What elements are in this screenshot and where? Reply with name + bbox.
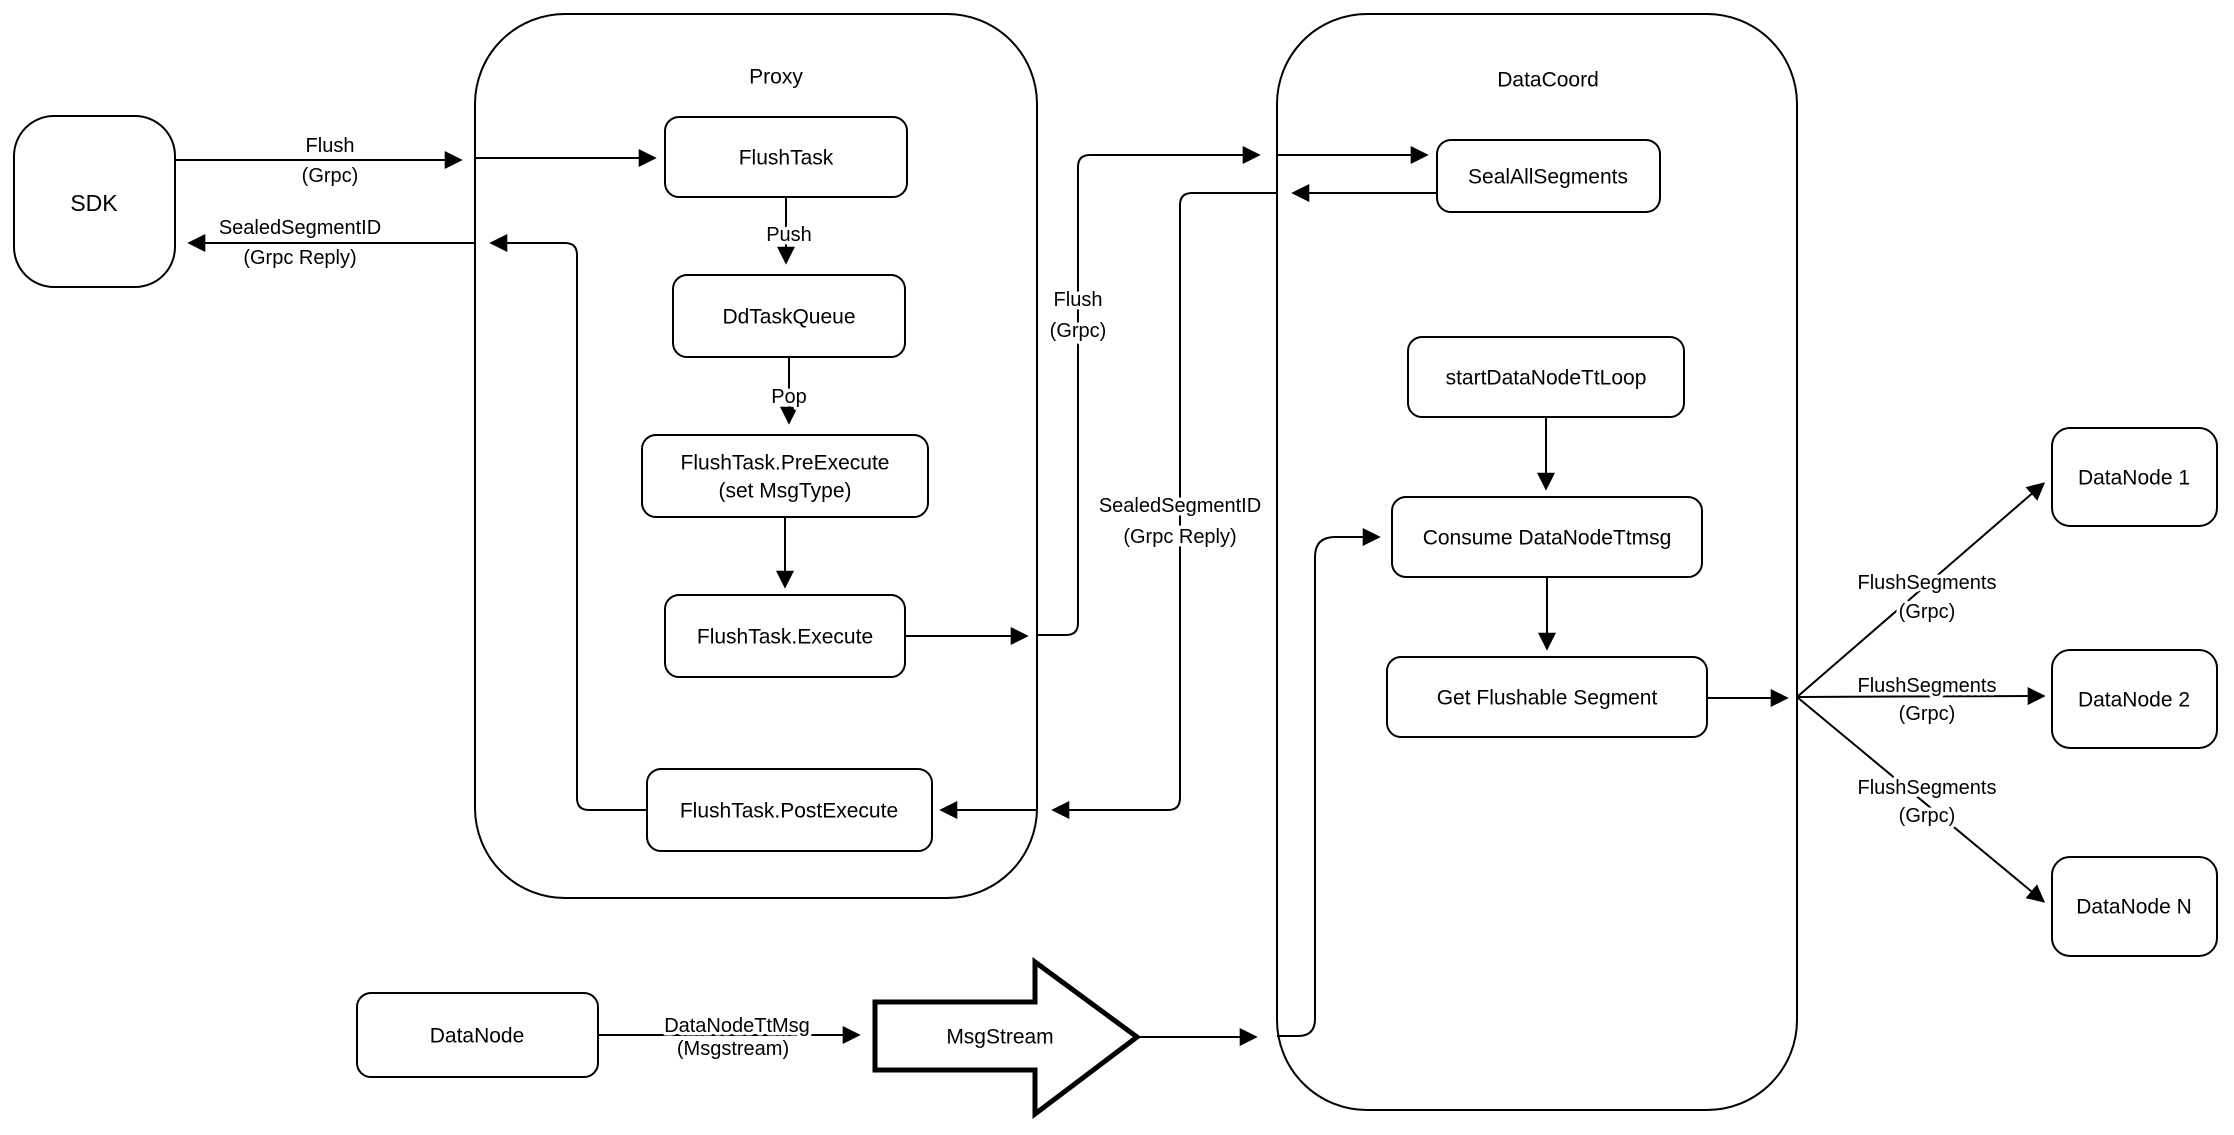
node-sealallsegments: SealAllSegments xyxy=(1436,139,1661,213)
label-flushsegments2-line2: (Grpc) xyxy=(1899,703,1956,725)
startdatanodettloop-label: startDataNodeTtLoop xyxy=(1446,367,1647,390)
node-consumedatanodettmsg: Consume DataNodeTtmsg xyxy=(1391,496,1703,578)
node-datanode1: DataNode 1 xyxy=(2051,427,2218,527)
node-getflushablesegment: Get Flushable Segment xyxy=(1386,656,1708,738)
label-mid-flush-line2: (Grpc) xyxy=(1050,320,1107,342)
msgstream-arrow-shape xyxy=(872,957,1142,1120)
node-flushtask: FlushTask xyxy=(664,116,908,198)
getflushablesegment-label: Get Flushable Segment xyxy=(1437,687,1658,710)
label-flushsegments1-line2: (Grpc) xyxy=(1899,601,1956,623)
preexecute-box xyxy=(641,434,929,518)
label-push: Push xyxy=(766,224,812,246)
node-preexecute: FlushTask.PreExecute (set MsgType) xyxy=(641,434,929,518)
ddtaskqueue-box xyxy=(672,274,906,358)
node-ddtaskqueue: DdTaskQueue xyxy=(672,274,906,358)
node-datanode2: DataNode 2 xyxy=(2051,649,2218,749)
edge-flushsegments-datanode2 xyxy=(1796,687,2046,706)
sealallsegments-label: SealAllSegments xyxy=(1468,166,1628,189)
sdk-box xyxy=(13,115,176,288)
edge-reply-down-to-proxy-border xyxy=(1051,192,1277,819)
label-flushsegments2-line1: FlushSegments xyxy=(1858,675,1997,697)
node-sdk: SDK xyxy=(13,115,176,288)
startdatanodettloop-box xyxy=(1407,336,1685,418)
node-postexecute: FlushTask.PostExecute xyxy=(646,768,933,852)
sealallsegments-box xyxy=(1436,139,1661,213)
label-pop: Pop xyxy=(771,386,807,408)
label-datanodettmsg-line2: (Msgstream) xyxy=(677,1038,789,1060)
label-flushsegments1-line1: FlushSegments xyxy=(1858,572,1997,594)
label-sdk-reply-line1: SealedSegmentID xyxy=(219,217,381,239)
datanode-box xyxy=(356,992,599,1078)
consumedatanodettmsg-label: Consume DataNodeTtmsg xyxy=(1423,527,1672,550)
execute-box xyxy=(664,594,906,678)
preexecute-label-line2: (set MsgType) xyxy=(718,480,851,503)
datanode2-box xyxy=(2051,649,2218,749)
edge-flushsegments-datanode1 xyxy=(1796,482,2046,698)
label-flushsegmentsn-line2: (Grpc) xyxy=(1899,805,1956,827)
label-flushsegmentsn-line1: FlushSegments xyxy=(1858,777,1997,799)
execute-label: FlushTask.Execute xyxy=(697,626,873,649)
datanoden-box xyxy=(2051,856,2218,957)
postexecute-label: FlushTask.PostExecute xyxy=(680,800,898,823)
edge-postexecute-to-proxy-border xyxy=(489,234,647,811)
datanode2-label: DataNode 2 xyxy=(2078,689,2190,712)
node-msgstream: MsgStream xyxy=(872,957,1142,1120)
ddtaskqueue-label: DdTaskQueue xyxy=(722,306,855,329)
flushtask-box xyxy=(664,116,908,198)
label-sdk-reply-line2: (Grpc Reply) xyxy=(243,247,356,269)
datanoden-label: DataNode N xyxy=(2076,896,2192,919)
label-mid-reply-line1: SealedSegmentID xyxy=(1099,495,1261,517)
datanode1-box xyxy=(2051,427,2218,527)
node-execute: FlushTask.Execute xyxy=(664,594,906,678)
edge-flush-up-to-datacoord-border xyxy=(1037,146,1261,636)
label-mid-reply-line2: (Grpc Reply) xyxy=(1123,526,1236,548)
label-mid-flush-line1: Flush xyxy=(1054,289,1103,311)
datanode1-label: DataNode 1 xyxy=(2078,467,2190,490)
proxy-title: Proxy xyxy=(749,66,803,89)
edge-ttmsg-up-to-consume xyxy=(1277,528,1381,1037)
flushtask-label: FlushTask xyxy=(739,147,834,170)
getflushablesegment-box xyxy=(1386,656,1708,738)
label-sdk-flush-line1: Flush xyxy=(306,135,355,157)
postexecute-box xyxy=(646,768,933,852)
datanode-label: DataNode xyxy=(430,1025,525,1048)
node-startdatanodettloop: startDataNodeTtLoop xyxy=(1407,336,1685,418)
sdk-label: SDK xyxy=(70,190,118,216)
msgstream-label: MsgStream xyxy=(946,1026,1053,1049)
datacoord-title: DataCoord xyxy=(1497,69,1599,92)
preexecute-label-line1: FlushTask.PreExecute xyxy=(681,452,890,475)
edge-flushsegments-datanoden xyxy=(1796,696,2046,903)
label-sdk-flush-line2: (Grpc) xyxy=(302,165,359,187)
label-datanodettmsg-line1: DataNodeTtMsg xyxy=(664,1015,810,1037)
node-datanode: DataNode xyxy=(356,992,599,1078)
node-datanoden: DataNode N xyxy=(2051,856,2218,957)
consumedatanodettmsg-box xyxy=(1391,496,1703,578)
